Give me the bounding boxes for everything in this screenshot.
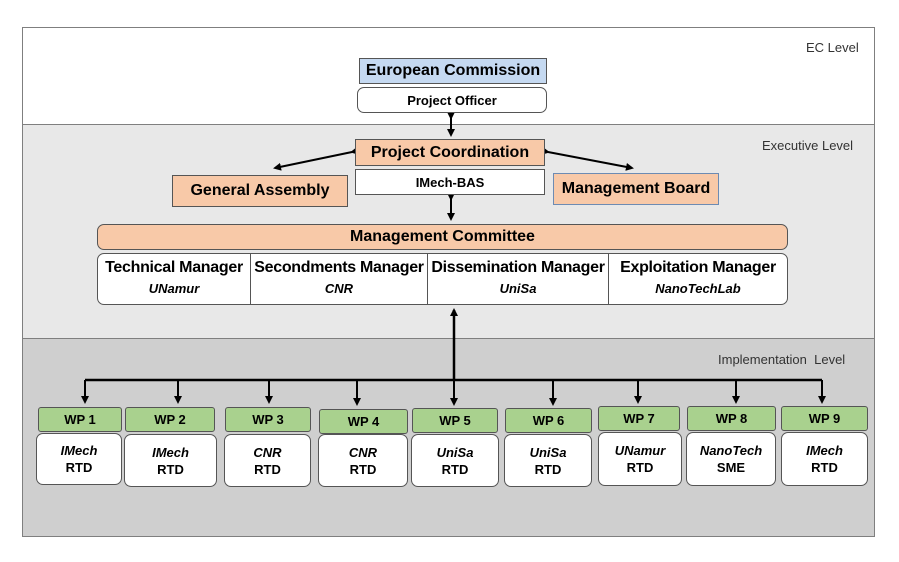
wp2-label-box: WP 2: [125, 407, 215, 432]
coordination-board-arrow: [541, 146, 634, 171]
exploitation-manager: Exploitation Manager NanoTechLab: [620, 259, 776, 296]
implementation-level-label: Implementation Level: [718, 352, 846, 367]
wp7-label-box: WP 7: [598, 406, 680, 431]
managers-panel: Technical Manager UNamur Secondments Man…: [97, 253, 788, 305]
dissemination-manager: Dissemination Manager UniSa: [431, 259, 605, 296]
general-assembly-box: General Assembly: [172, 175, 348, 207]
wp3-label-box: WP 3: [225, 407, 311, 432]
wp9-label-box: WP 9: [781, 406, 868, 431]
project-officer-box: Project Officer: [357, 87, 547, 113]
european-commission-box: European Commission: [359, 58, 547, 84]
wp4-label-box: WP 4: [319, 409, 408, 434]
wp5-label-box: WP 5: [412, 408, 498, 433]
wp6-label-box: WP 6: [505, 408, 592, 433]
project-coordination-box: Project Coordination: [355, 139, 545, 166]
coordination-assembly-arrow: [273, 146, 359, 171]
management-committee-box: Management Committee: [97, 224, 788, 250]
coordinator-org-box: IMech-BAS: [355, 169, 545, 195]
ec-level-label: EC Level: [806, 40, 859, 55]
technical-manager: Technical Manager UNamur: [105, 259, 243, 296]
executive-level-label: Executive Level: [762, 138, 854, 153]
secondments-manager: Secondments Manager CNR: [254, 259, 424, 296]
wp1-label-box: WP 1: [38, 407, 122, 432]
wp8-label-box: WP 8: [687, 406, 776, 431]
management-board-box: Management Board: [553, 173, 719, 205]
